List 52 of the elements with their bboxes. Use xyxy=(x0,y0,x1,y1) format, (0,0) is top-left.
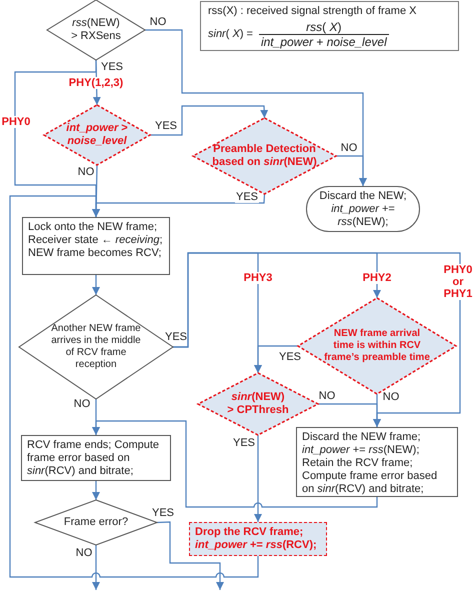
flow-arrow xyxy=(92,275,100,295)
edge-label: NO xyxy=(74,547,94,559)
flow-arrow xyxy=(318,403,381,427)
step-text: Drop the RCV frame; int_power += rss(RCV); xyxy=(195,526,318,552)
flow-arrow xyxy=(336,155,367,186)
formula-box xyxy=(200,1,459,51)
edge-label: NO xyxy=(72,398,92,410)
flow-arrow xyxy=(92,420,378,508)
condition-text: int_power > noise_level xyxy=(65,122,129,148)
process-box xyxy=(296,427,458,497)
condition-text: Preamble Detection based on sinr(NEW) xyxy=(211,143,318,169)
process-box xyxy=(22,217,170,275)
condition-text: Another NEW frame arrives in the middle of RCV frame reception xyxy=(50,323,142,371)
condition-text: Frame error? xyxy=(62,516,130,529)
edge-label: NO xyxy=(148,16,168,28)
step-text: Lock onto the NEW frame; Receiver state ← receiving; NEW frame becomes RCV; xyxy=(28,221,164,260)
edge-label: YES xyxy=(278,351,302,363)
step-text: RCV frame ends; Compute frame error based on sinr(RCV) and bitrate; xyxy=(27,439,160,478)
edge-label: NO xyxy=(340,142,358,154)
edge-label: YES xyxy=(154,120,178,132)
edge-label: YES xyxy=(151,507,175,519)
flow-arrow xyxy=(150,105,268,136)
edge-label: PHY2 xyxy=(362,272,392,284)
condition-text: NEW frame arrival time is within RCV frame’s preamble time xyxy=(323,328,431,364)
branch-label: YES xyxy=(101,61,123,73)
flow-arrow xyxy=(92,545,100,590)
condition-text: rss(NEW) > RXSens xyxy=(70,17,122,43)
edge-label: PHY3 xyxy=(242,272,274,284)
edge-label: YES xyxy=(232,437,256,449)
process-box xyxy=(21,435,171,481)
definition-text: rss(X) : received signal strength of frame X xyxy=(208,5,416,18)
denominator-text: int_power + noise_level xyxy=(258,34,389,49)
formula-text: sinr( X) = xyxy=(208,28,253,41)
flow-arrow xyxy=(254,345,298,373)
branch-label: YES xyxy=(165,331,187,343)
numerator-text: rss( X) xyxy=(305,20,343,34)
edge-label: PHY0 xyxy=(0,116,32,128)
step-text: Discard the NEW frame; int_power += rss(NEW); Retain the RCV frame; Compute frame error based on sinr(RCV) and bitrate; xyxy=(302,431,438,496)
terminal-box xyxy=(306,186,420,232)
edge-label: NO xyxy=(382,391,400,403)
edge-label: NO xyxy=(76,166,96,178)
edge-label: NO xyxy=(318,390,336,402)
flow-arrow xyxy=(156,521,224,590)
edge-label: PHY0 or PHY1 xyxy=(441,264,474,300)
process-box xyxy=(189,522,327,556)
edge-label: PHY(1,2,3) xyxy=(68,77,124,89)
flow-arrow xyxy=(9,195,259,578)
flow-arrow xyxy=(254,435,262,522)
condition-text: sinr(NEW) > CPThresh xyxy=(227,391,289,417)
flow-arrow xyxy=(92,481,100,500)
edge-label: YES xyxy=(235,191,259,203)
step-text: Discard the NEW; int_power += rss(NEW); xyxy=(318,190,408,228)
